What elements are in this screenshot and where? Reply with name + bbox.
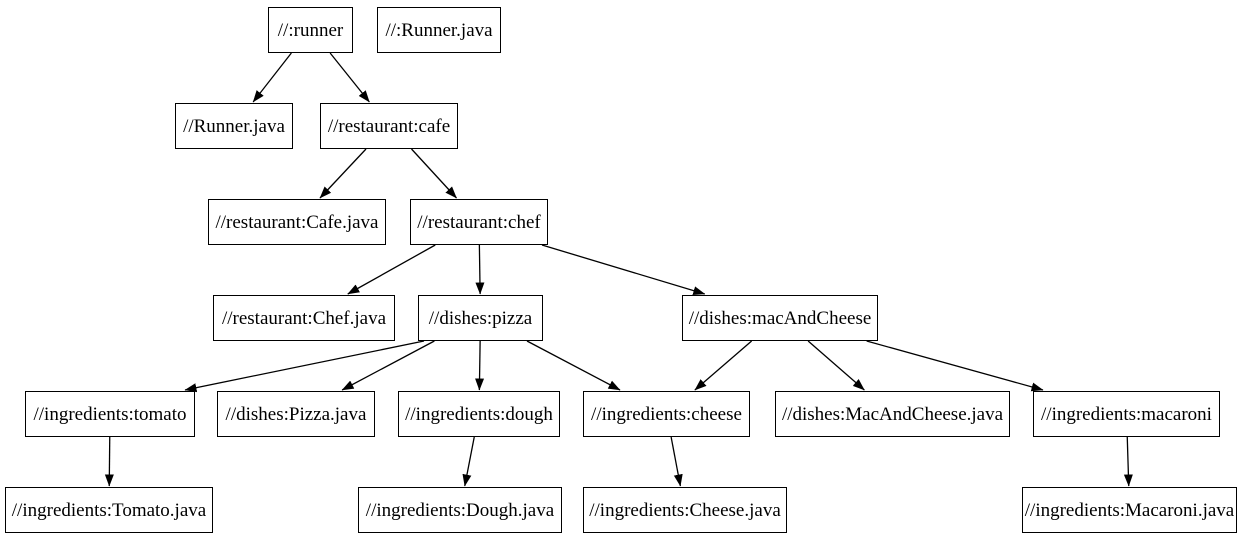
graph-node-label: //:Runner.java <box>385 19 493 41</box>
edge-macaroni-to-macaroni_java <box>1123 436 1133 487</box>
edge-pizza-to-cheese <box>526 340 621 391</box>
graph-node-label: //dishes:pizza <box>428 307 533 329</box>
graph-node-macandcheese_java: //dishes:MacAndCheese.java <box>775 391 1010 437</box>
graph-node-label: //ingredients:cheese <box>591 403 742 425</box>
edge-cafe-to-chef <box>411 148 457 199</box>
edge-cafe-to-cafe_java <box>319 148 367 199</box>
graph-node-cafe: //restaurant:cafe <box>320 103 458 149</box>
edge-pizza-to-dough <box>475 340 485 391</box>
graph-node-macaroni: //ingredients:macaroni <box>1033 391 1220 437</box>
graph-node-chef_java: //restaurant:Chef.java <box>213 295 395 341</box>
graph-node-label: //ingredients:macaroni <box>1041 403 1212 425</box>
graph-node-label: //ingredients:Tomato.java <box>11 499 207 521</box>
graph-node-runner_java: //Runner.java <box>175 103 293 149</box>
graph-node-runner: //:runner <box>268 7 353 53</box>
graph-node-dough_java: //ingredients:Dough.java <box>358 487 562 533</box>
graph-node-label: //ingredients:dough <box>405 403 553 425</box>
graph-node-runner_java_top: //:Runner.java <box>377 7 501 53</box>
graph-node-chef: //restaurant:chef <box>410 199 548 245</box>
graph-node-dough: //ingredients:dough <box>398 391 560 437</box>
edge-pizza-to-pizza_java <box>341 340 435 391</box>
graph-node-tomato: //ingredients:tomato <box>25 391 195 437</box>
graph-node-pizza_java: //dishes:Pizza.java <box>217 391 375 437</box>
graph-node-label: //restaurant:Cafe.java <box>215 211 379 233</box>
graph-node-macandcheese: //dishes:macAndCheese <box>682 295 878 341</box>
graph-node-label: //ingredients:tomato <box>33 403 187 425</box>
edge-pizza-to-tomato <box>184 340 425 393</box>
edge-runner-to-runner_java <box>252 52 292 103</box>
graph-node-label: //restaurant:cafe <box>327 115 451 137</box>
graph-node-label: //Runner.java <box>183 115 285 137</box>
graph-node-tomato_java: //ingredients:Tomato.java <box>5 487 213 533</box>
graph-node-label: //:runner <box>277 19 344 41</box>
edge-dough-to-dough_java <box>462 436 475 487</box>
graph-node-cheese: //ingredients:cheese <box>583 391 750 437</box>
graph-node-cheese_java: //ingredients:Cheese.java <box>583 487 787 533</box>
edge-cheese-to-cheese_java <box>670 436 683 487</box>
graph-node-label: //dishes:MacAndCheese.java <box>781 403 1004 425</box>
graph-node-pizza: //dishes:pizza <box>418 295 543 341</box>
graph-node-label: //ingredients:Cheese.java <box>589 499 781 521</box>
edge-chef-to-pizza <box>475 244 485 295</box>
graph-node-label: //dishes:macAndCheese <box>688 307 872 329</box>
edge-tomato-to-tomato_java <box>104 436 114 487</box>
edge-runner-to-cafe <box>329 52 370 103</box>
graph-node-label: //restaurant:Chef.java <box>221 307 387 329</box>
graph-node-label: //ingredients:Macaroni.java <box>1024 499 1235 521</box>
graph-node-label: //dishes:Pizza.java <box>225 403 367 425</box>
edge-chef-to-chef_java <box>347 244 436 295</box>
edge-macandcheese-to-macaroni <box>866 340 1044 392</box>
edge-chef-to-macandcheese <box>541 244 706 295</box>
graph-node-macaroni_java: //ingredients:Macaroni.java <box>1022 487 1237 533</box>
edge-macandcheese-to-macandcheese_java <box>807 340 865 391</box>
edge-macandcheese-to-cheese <box>694 340 753 391</box>
graph-node-label: //ingredients:Dough.java <box>365 499 555 521</box>
graph-node-cafe_java: //restaurant:Cafe.java <box>208 199 386 245</box>
graph-node-label: //restaurant:chef <box>417 211 541 233</box>
